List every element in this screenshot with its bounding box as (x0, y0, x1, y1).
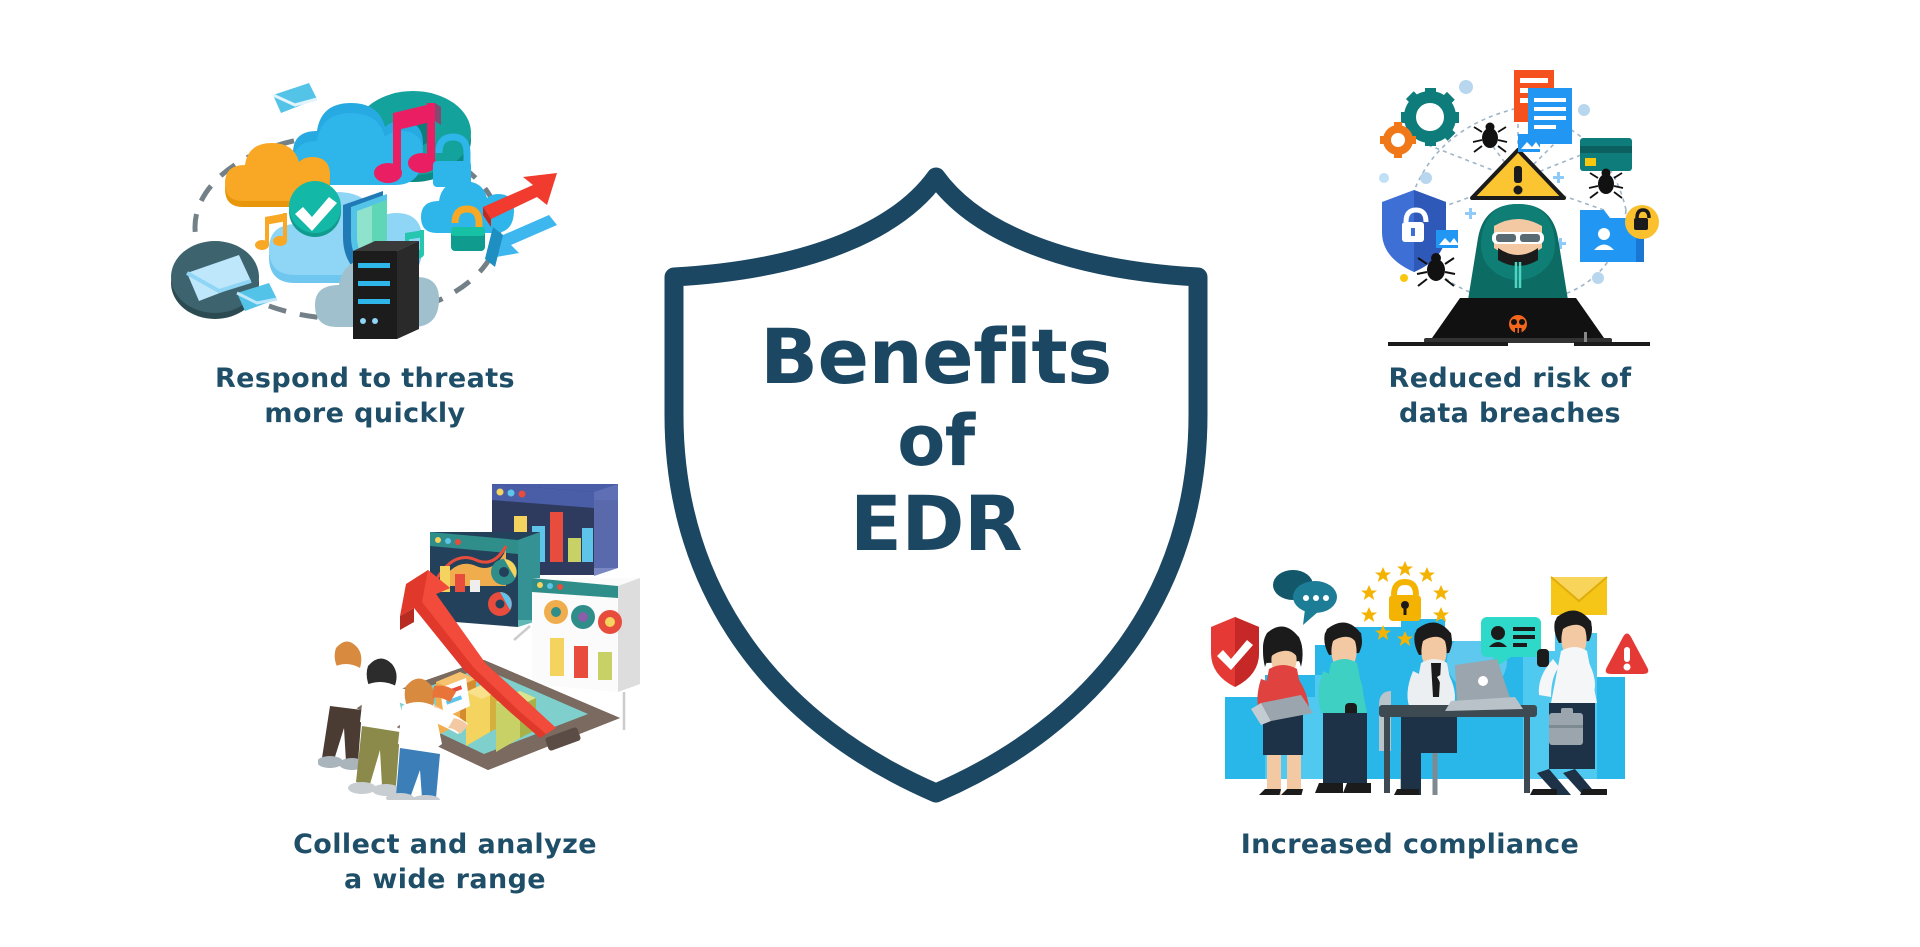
label-collect-analyze: Collect and analyze a wide range (220, 828, 670, 897)
label-increased-compliance: Increased compliance (1180, 828, 1640, 863)
label-respond-line1: Respond to threats (214, 363, 515, 394)
compliance-team-illustration (1205, 555, 1655, 795)
data-analytics-illustration (318, 470, 658, 800)
red-arrow-up-icon (483, 173, 557, 227)
hacker-illustration (1368, 50, 1668, 350)
label-reduced-risk: Reduced risk of data breaches (1330, 362, 1690, 431)
central-shield (648, 165, 1224, 805)
label-respond-line2: more quickly (264, 397, 466, 429)
label-collect-line2: a wide range (343, 863, 547, 895)
label-breaches-line1: Reduced risk of (1388, 363, 1632, 394)
cloud-data-illustration (165, 55, 585, 355)
label-respond-to-threats: Respond to threats more quickly (140, 362, 590, 431)
label-collect-line1: Collect and analyze (293, 829, 597, 860)
label-breaches-line2: data breaches (1398, 397, 1622, 429)
blue-arrow-down-icon (485, 215, 557, 267)
label-compliance-line1: Increased compliance (1240, 829, 1580, 860)
